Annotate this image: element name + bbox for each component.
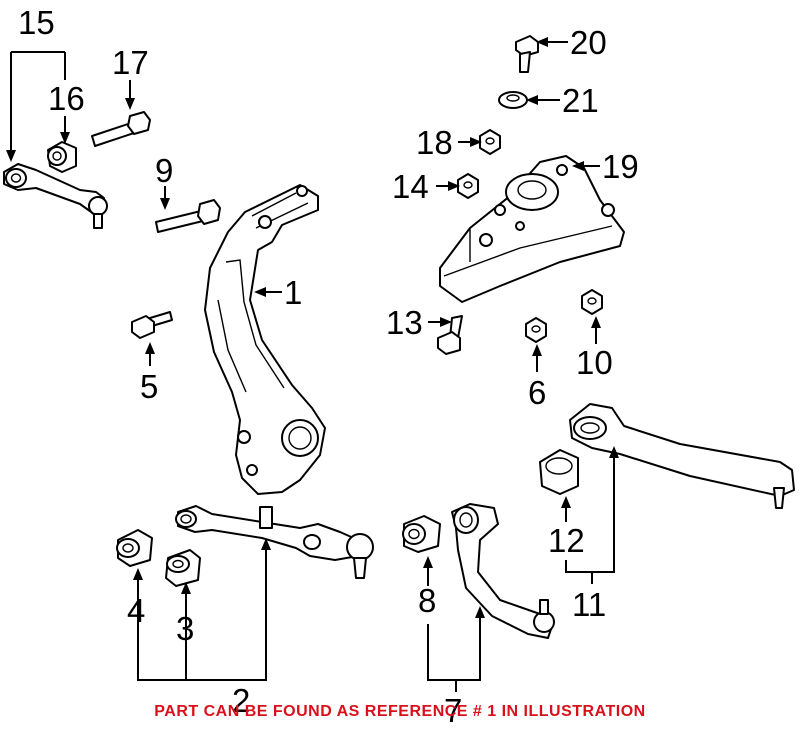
part-19-upper-mount <box>439 155 625 303</box>
callout-18: 18 <box>416 124 453 161</box>
callout-17: 17 <box>112 44 149 81</box>
part-11-control-arm <box>569 403 795 509</box>
callout-10: 10 <box>576 344 613 381</box>
callout-9: 9 <box>155 152 173 189</box>
callout-11: 11 <box>572 586 606 623</box>
callout-1: 1 <box>284 274 302 311</box>
callout-4: 4 <box>127 592 145 629</box>
callout-13: 13 <box>386 304 423 341</box>
part-8-bushing <box>402 515 441 553</box>
part-4-bushing <box>116 529 153 567</box>
callout-21: 21 <box>562 82 599 119</box>
part-17-bolt <box>91 111 151 147</box>
callout-numbers: 15 16 17 9 1 5 4 3 2 20 21 18 14 19 13 6… <box>18 4 639 729</box>
callout-14: 14 <box>392 168 429 205</box>
part-6-nut <box>525 317 547 343</box>
leader-lines <box>6 37 619 692</box>
part-16-bushing <box>47 141 77 173</box>
callout-16: 16 <box>48 80 85 117</box>
callout-3: 3 <box>176 610 194 647</box>
part-20-bolt <box>515 35 539 73</box>
part-3-bushing <box>165 549 201 587</box>
part-1-steering-knuckle <box>204 184 326 495</box>
part-14-nut <box>457 173 479 199</box>
part-15-upper-arm <box>3 163 108 229</box>
reference-caption: PART CAN BE FOUND AS REFERENCE # 1 IN IL… <box>154 703 646 720</box>
part-5-bolt <box>131 311 173 339</box>
part-10-nut <box>581 289 603 315</box>
part-7-control-arm <box>451 503 555 639</box>
callout-19: 19 <box>602 148 639 185</box>
callout-2: 2 <box>232 682 250 719</box>
part-13-bolt <box>437 315 463 355</box>
callout-15: 15 <box>18 4 55 41</box>
callout-7: 7 <box>444 692 462 729</box>
part-18-nut <box>479 129 501 155</box>
callout-12: 12 <box>548 522 585 559</box>
part-12-bushing <box>539 449 579 495</box>
callout-5: 5 <box>140 368 158 405</box>
callout-8: 8 <box>418 582 436 619</box>
part-21-washer <box>498 91 528 109</box>
part-9-bolt <box>155 199 221 233</box>
part-2-lower-control-arm <box>175 505 374 579</box>
callout-6: 6 <box>528 374 546 411</box>
callout-20: 20 <box>570 24 607 61</box>
